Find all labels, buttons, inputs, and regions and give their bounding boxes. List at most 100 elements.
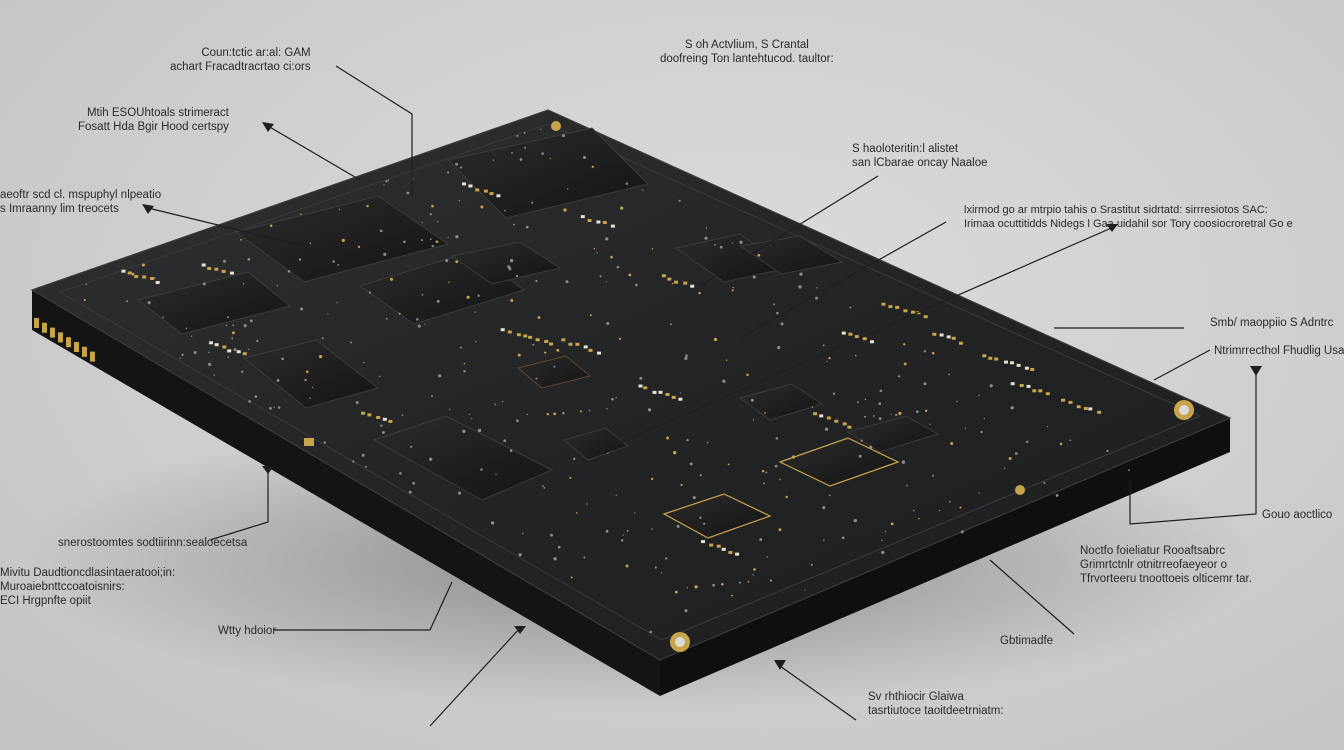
solder-dot bbox=[890, 522, 894, 526]
solder-dot bbox=[764, 412, 766, 414]
solder-dot bbox=[448, 281, 450, 283]
callout-line: Ntrimrrecthol Fhudlig Usaging bbox=[1214, 345, 1344, 357]
smd-component bbox=[932, 332, 937, 336]
solder-dot bbox=[881, 550, 885, 555]
solder-dot bbox=[678, 199, 681, 202]
solder-dot bbox=[901, 460, 906, 464]
solder-dot bbox=[639, 376, 643, 380]
solder-dot bbox=[516, 419, 519, 423]
smd-component bbox=[242, 352, 247, 356]
smd-component bbox=[834, 419, 839, 423]
solder-dot bbox=[352, 460, 355, 463]
callout-line: Sv rhthiocir Glaiwa bbox=[868, 691, 964, 703]
solder-dot bbox=[918, 517, 920, 520]
solder-dot bbox=[776, 311, 779, 315]
callout-line: Coun:tctic ar:al: GAM bbox=[201, 47, 311, 59]
solder-dot bbox=[932, 474, 934, 477]
solder-dot bbox=[193, 350, 197, 355]
connector-pin bbox=[74, 342, 79, 352]
solder-dot bbox=[455, 235, 459, 239]
solder-dot bbox=[960, 530, 964, 534]
solder-dot bbox=[355, 401, 359, 405]
connector-pin bbox=[42, 322, 47, 333]
solder-dot bbox=[583, 556, 586, 559]
solder-dot bbox=[1043, 481, 1046, 484]
solder-dot bbox=[399, 472, 402, 475]
callout-line: Wtty hdoior bbox=[218, 625, 277, 637]
solder-dot bbox=[890, 413, 892, 415]
callout-line: Grimrtctnlr otnitrreofaeyeor o bbox=[1080, 559, 1227, 571]
solder-dot bbox=[179, 357, 181, 359]
solder-dot bbox=[368, 291, 371, 294]
solder-dot bbox=[769, 579, 772, 582]
smd-component bbox=[1010, 361, 1014, 365]
solder-dot bbox=[651, 248, 654, 250]
solder-dot bbox=[649, 630, 653, 634]
solder-dot bbox=[298, 258, 302, 261]
solder-dot bbox=[815, 296, 818, 300]
solder-dot bbox=[725, 359, 728, 361]
leader-line bbox=[1153, 349, 1211, 381]
smd-component bbox=[678, 397, 683, 401]
solder-dot bbox=[864, 398, 867, 401]
solder-dot bbox=[816, 287, 818, 289]
smd-component bbox=[881, 302, 886, 306]
callout-line: Noctfo foieliatur Rooaftsabrc bbox=[1080, 545, 1226, 557]
leader-line bbox=[739, 221, 947, 339]
solder-dot bbox=[671, 282, 674, 285]
solder-dot bbox=[535, 279, 538, 283]
solder-dot bbox=[524, 146, 526, 149]
solder-dot bbox=[447, 236, 449, 239]
solder-dot bbox=[763, 482, 765, 485]
solder-dot bbox=[593, 247, 596, 250]
solder-dot bbox=[704, 236, 708, 240]
solder-dot bbox=[607, 452, 609, 455]
smd-component bbox=[1068, 400, 1073, 404]
solder-dot bbox=[429, 238, 432, 241]
solder-dot bbox=[824, 427, 829, 431]
smd-component bbox=[658, 390, 663, 394]
smd-component bbox=[690, 284, 695, 288]
solder-dot bbox=[455, 260, 459, 264]
solder-dot bbox=[750, 398, 754, 402]
gold-pad bbox=[304, 438, 314, 446]
solder-dot bbox=[403, 240, 406, 244]
solder-dot bbox=[676, 524, 680, 528]
solder-dot bbox=[556, 348, 560, 352]
solder-dot bbox=[364, 465, 367, 468]
solder-dot bbox=[570, 576, 573, 579]
solder-dot bbox=[247, 348, 250, 351]
solder-dot bbox=[208, 362, 212, 366]
solder-dot bbox=[532, 343, 535, 346]
solder-dot bbox=[437, 220, 439, 223]
board-inner-border bbox=[58, 123, 1202, 641]
solder-dot bbox=[565, 280, 569, 284]
solder-dot bbox=[468, 413, 470, 416]
solder-dot bbox=[1069, 439, 1072, 442]
solder-dot bbox=[575, 512, 578, 514]
smd-component bbox=[1004, 360, 1008, 364]
solder-dot bbox=[449, 408, 451, 411]
callout-line: Fosatt Hda Bgir Hood certspy bbox=[78, 121, 229, 133]
edge-connector bbox=[34, 318, 95, 362]
smd-component bbox=[951, 336, 956, 340]
solder-dot bbox=[923, 382, 927, 386]
chip bbox=[234, 195, 450, 283]
solder-dot bbox=[458, 200, 460, 202]
solder-dot bbox=[379, 229, 383, 233]
leader-line bbox=[989, 559, 1075, 635]
solder-dot bbox=[826, 360, 828, 363]
solder-dot bbox=[1008, 457, 1012, 460]
solder-dot bbox=[535, 377, 538, 380]
solder-dot bbox=[162, 316, 164, 319]
smd-component bbox=[1088, 407, 1093, 411]
solder-dot bbox=[605, 280, 607, 283]
solder-dot bbox=[562, 134, 565, 138]
solder-dot bbox=[684, 356, 688, 360]
solder-dot bbox=[779, 478, 781, 481]
solder-dot bbox=[287, 269, 291, 273]
callout-line: s Imraanny lim treocets bbox=[0, 203, 119, 215]
solder-dot bbox=[385, 317, 388, 320]
solder-dot bbox=[983, 417, 985, 420]
solder-dot bbox=[841, 536, 845, 540]
